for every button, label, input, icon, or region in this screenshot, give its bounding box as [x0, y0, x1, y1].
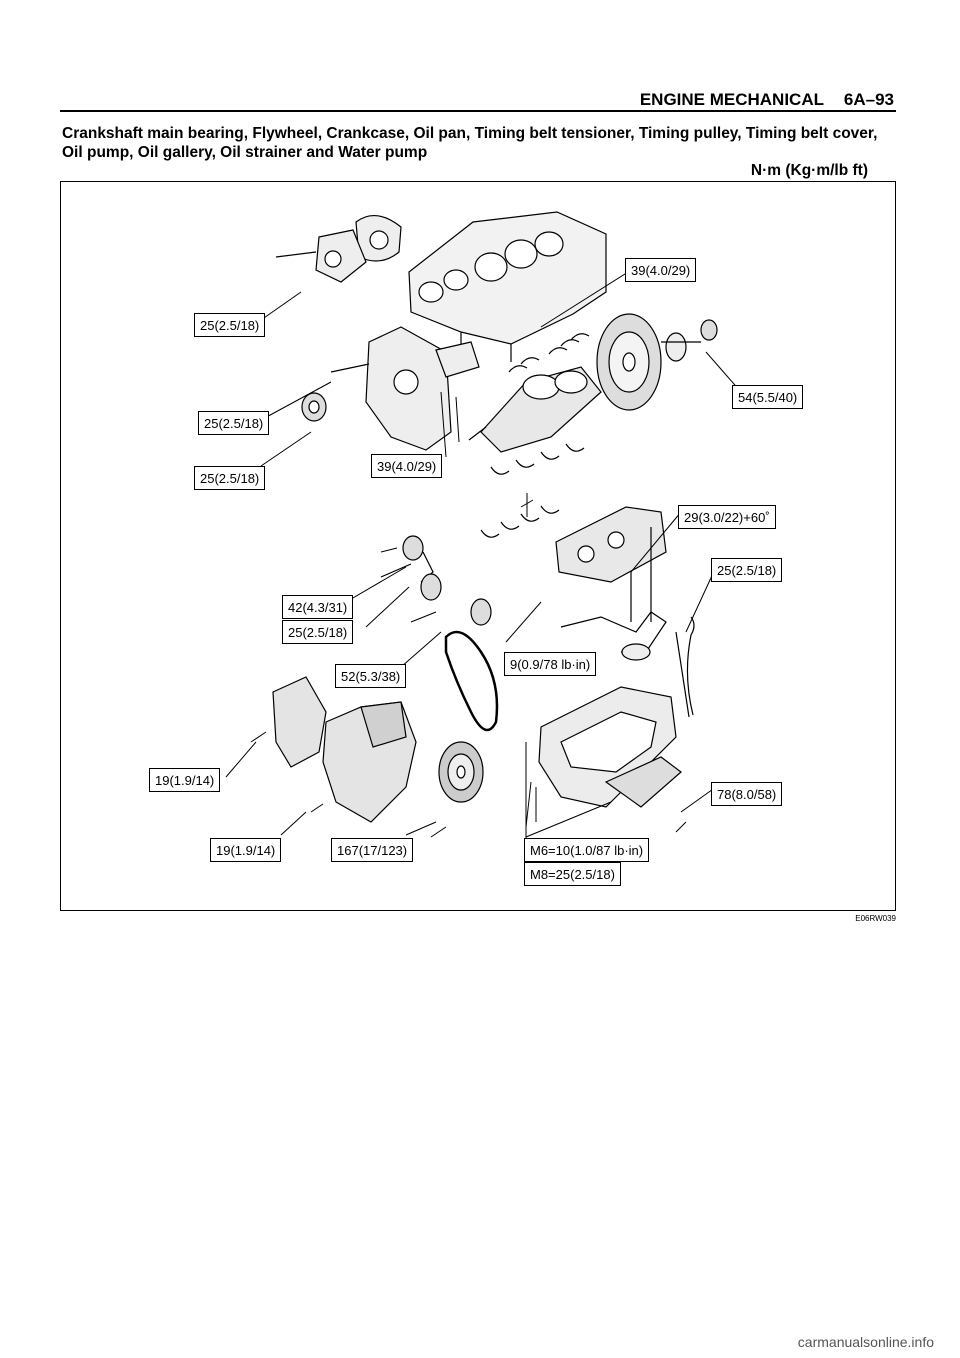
idler-pulley-part: [301, 392, 327, 422]
torque-label: 167(17/123): [331, 838, 414, 862]
torque-label: 25(2.5/18): [282, 620, 354, 644]
figure-code: E06RW039: [855, 914, 896, 923]
torque-label: 29(3.0/22)+60˚: [678, 505, 776, 529]
torque-label: M8=25(2.5/18): [524, 862, 621, 886]
crankshaft-pulley-part: [438, 741, 484, 803]
header-rule: [60, 110, 896, 112]
torque-label: 39(4.0/29): [625, 258, 697, 282]
bolts-part: [250, 396, 687, 838]
bearing-cap-part: [435, 341, 480, 378]
torque-label: 19(1.9/14): [210, 838, 282, 862]
torque-label: 39(4.0/29): [371, 454, 443, 478]
exploded-view-drawing: [225, 211, 742, 842]
torque-label: 19(1.9/14): [149, 768, 221, 792]
timing-belt-tensioner-part: [380, 535, 434, 583]
exploded-view-figure: 39(4.0/29) 25(2.5/18) 54(5.5/40) 25(2.5/…: [60, 181, 896, 911]
oil-pump-part: [330, 326, 452, 451]
header-title: ENGINE MECHANICAL: [639, 90, 824, 109]
water-pump-part: [275, 229, 367, 283]
cylinder-block-part: [408, 211, 607, 362]
torque-label: 42(4.3/31): [282, 595, 354, 619]
page-header: ENGINE MECHANICAL 6A–93: [60, 88, 896, 112]
main-bearings-lower-part: [490, 443, 585, 475]
flywheel-part: [596, 313, 718, 411]
section-title: Crankshaft main bearing, Flywheel, Crank…: [62, 125, 878, 161]
crankcase-part: [555, 506, 667, 622]
rear-seal-housing-part: [355, 215, 402, 262]
torque-label: 25(2.5/18): [711, 558, 783, 582]
page-number: 6A–93: [843, 90, 894, 109]
oil-strainer-part: [560, 611, 695, 718]
torque-label: 25(2.5/18): [194, 466, 266, 490]
torque-label: 52(5.3/38): [335, 664, 407, 688]
watermark: carmanualsonline.info: [797, 1334, 934, 1350]
crankshaft-part: [468, 366, 602, 453]
lower-bearing-set-part: [480, 505, 560, 538]
timing-belt-part: [420, 573, 499, 732]
torque-label: 78(8.0/58): [711, 782, 783, 806]
torque-label: 9(0.9/78 lb·in): [504, 652, 597, 676]
oil-pan-part: [538, 686, 682, 808]
main-bearings-upper-part: [508, 333, 590, 373]
torque-units: N·m (Kg·m/lb ft): [750, 162, 868, 179]
timing-belt-cover-part: [272, 676, 417, 823]
torque-label: 25(2.5/18): [198, 411, 270, 435]
torque-label: M6=10(1.0/87 lb·in): [524, 838, 650, 862]
torque-label: 25(2.5/18): [194, 313, 266, 337]
torque-label: 54(5.5/40): [732, 385, 804, 409]
